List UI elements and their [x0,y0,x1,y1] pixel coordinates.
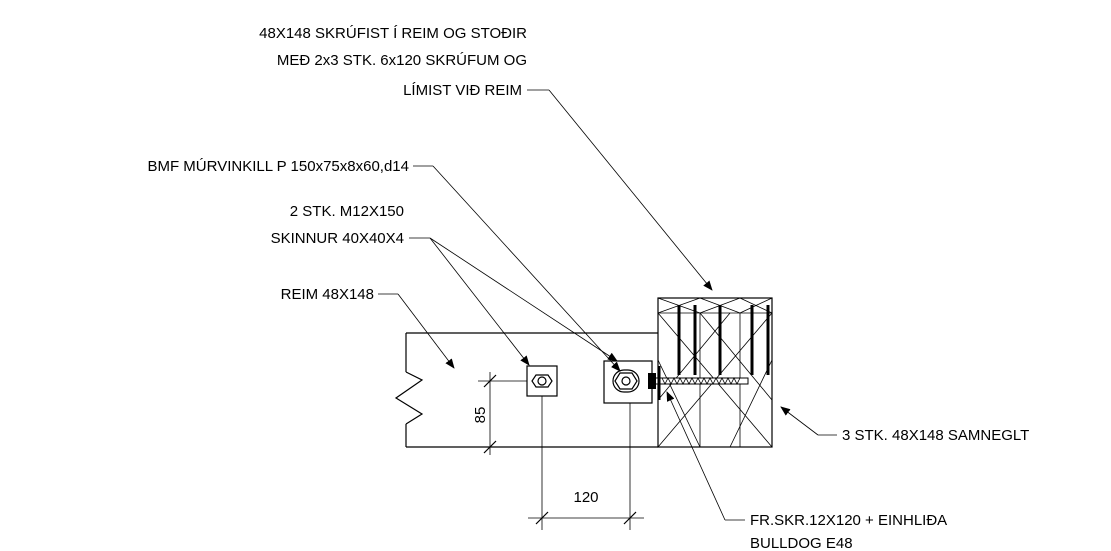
label-samneglt: 3 STK. 48X148 SAMNEGLT [842,427,1029,444]
label-bolts-line1: 2 STK. M12X150 [290,203,404,220]
vertical-screws [677,305,770,375]
bolt-washer-1 [526,365,558,397]
lag-screw [648,373,749,389]
label-reim: REIM 48X148 [281,286,374,303]
label-top-line1: 48X148 SKRÚFIST Í REIM OG STOÐIR [259,25,527,42]
bmf-angle-bracket [603,360,653,404]
label-top-line2: MEÐ 2x3 STK. 6x120 SKRÚFUM OG [277,52,527,69]
label-fr-line2: BULLDOG E48 [750,535,853,551]
dimension-85-label: 85 [472,407,489,424]
label-fr-line1: FR.SKR.12X120 + EINHLIÐA [750,512,947,529]
dimension-vertical: 85 [472,372,527,455]
dimension-horizontal: 120 [528,396,644,530]
dimension-120-label: 120 [573,489,598,506]
leader-lines [378,89,837,521]
label-top-line3: LÍMIST VIÐ REIM [403,82,522,99]
post-samneglt [648,297,773,448]
beam-reim [394,332,658,448]
break-line [394,371,424,425]
label-bolts-line2: SKINNUR 40X40X4 [271,230,404,247]
label-bmf: BMF MÚRVINKILL P 150x75x8x60,d14 [147,158,409,175]
